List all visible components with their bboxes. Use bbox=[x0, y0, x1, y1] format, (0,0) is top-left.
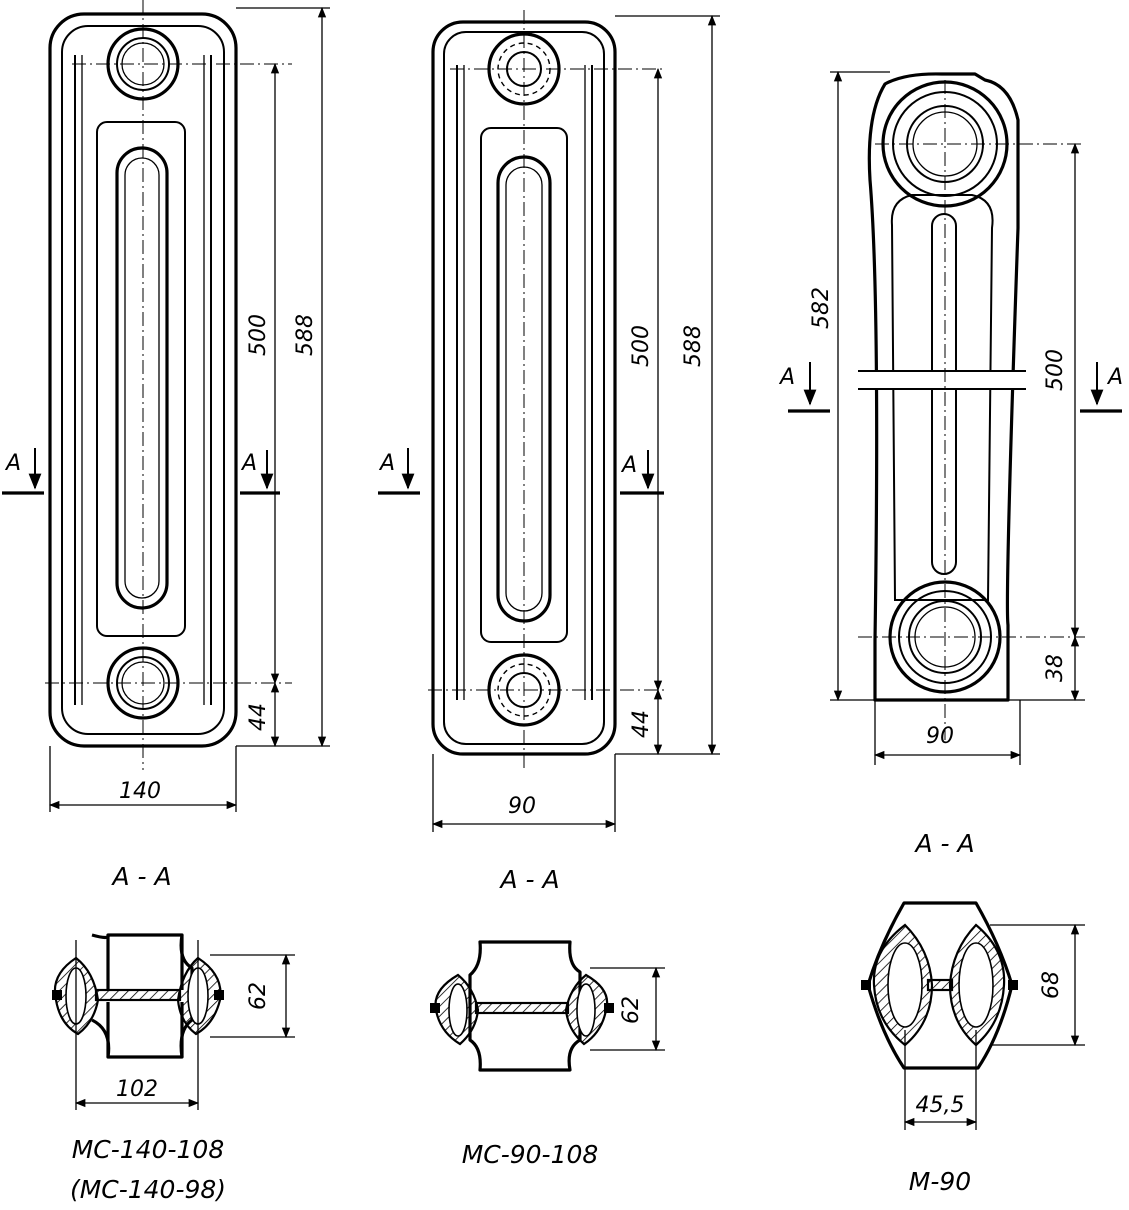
radiator-m90-front-view bbox=[858, 72, 1085, 740]
mc140-section-dim-102: 102 bbox=[116, 1077, 158, 1102]
mc140-model-label: МС-140-108 bbox=[72, 1135, 225, 1164]
mc140-section-title: А - А bbox=[110, 862, 171, 891]
mc90-dim-90: 90 bbox=[508, 794, 536, 819]
radiator-mc90-dimensions: 500 588 44 90 bbox=[431, 14, 720, 832]
mc90-section-title: А - А bbox=[498, 865, 559, 894]
m90-section-title: А - А bbox=[913, 829, 974, 858]
m90-model-label: М-90 bbox=[909, 1167, 971, 1196]
svg-text:А: А bbox=[778, 365, 795, 390]
mc90-dim-500: 500 bbox=[629, 325, 654, 367]
m90-dim-38: 38 bbox=[1043, 654, 1068, 682]
svg-text:А: А bbox=[240, 451, 257, 476]
radiator-mc140-dimensions: 500 588 44 140 bbox=[48, 6, 330, 812]
mc90-dim-588: 588 bbox=[681, 325, 706, 367]
m90-dim-582: 582 bbox=[809, 287, 834, 329]
mc90-cross-section: 62 bbox=[430, 940, 665, 1072]
mc140-section-dim-62: 62 bbox=[246, 982, 271, 1010]
mc140-section-marker-right: А bbox=[240, 450, 280, 495]
mc140-alt-model-label: (МС-140-98) bbox=[70, 1175, 226, 1204]
mc90-model-label: МС-90-108 bbox=[462, 1140, 599, 1169]
svg-text:А: А bbox=[1106, 365, 1123, 390]
svg-text:А: А bbox=[620, 453, 637, 478]
mc90-dim-44: 44 bbox=[629, 710, 654, 738]
mc90-section-marker-right: А bbox=[620, 450, 664, 495]
m90-dim-500: 500 bbox=[1043, 349, 1068, 391]
mc140-dim-588: 588 bbox=[293, 314, 318, 356]
m90-cross-section: 68 45,5 bbox=[861, 901, 1085, 1130]
mc90-section-marker-left: А bbox=[378, 448, 420, 495]
radiator-m90-dimensions: 582 500 38 90 bbox=[809, 70, 1085, 765]
mc140-top-nipple-icon bbox=[106, 27, 180, 101]
mc140-dim-44: 44 bbox=[246, 703, 271, 731]
svg-text:А: А bbox=[4, 451, 21, 476]
radiator-mc90-front-view bbox=[428, 10, 665, 770]
mc140-section-marker-left: А bbox=[2, 448, 44, 495]
m90-section-dim-45-5: 45,5 bbox=[916, 1093, 965, 1118]
radiator-mc140-front-view bbox=[45, 0, 292, 770]
m90-section-dim-68: 68 bbox=[1039, 971, 1064, 999]
m90-dim-90: 90 bbox=[926, 724, 954, 749]
m90-section-marker-right: А bbox=[1080, 362, 1123, 413]
mc140-cross-section: 62 102 bbox=[52, 933, 295, 1110]
mc90-section-dim-62: 62 bbox=[619, 996, 644, 1024]
svg-text:А: А bbox=[378, 451, 395, 476]
mc140-dim-500: 500 bbox=[246, 314, 271, 356]
m90-section-marker-left: А bbox=[778, 362, 830, 413]
mc140-dim-140: 140 bbox=[119, 779, 161, 804]
